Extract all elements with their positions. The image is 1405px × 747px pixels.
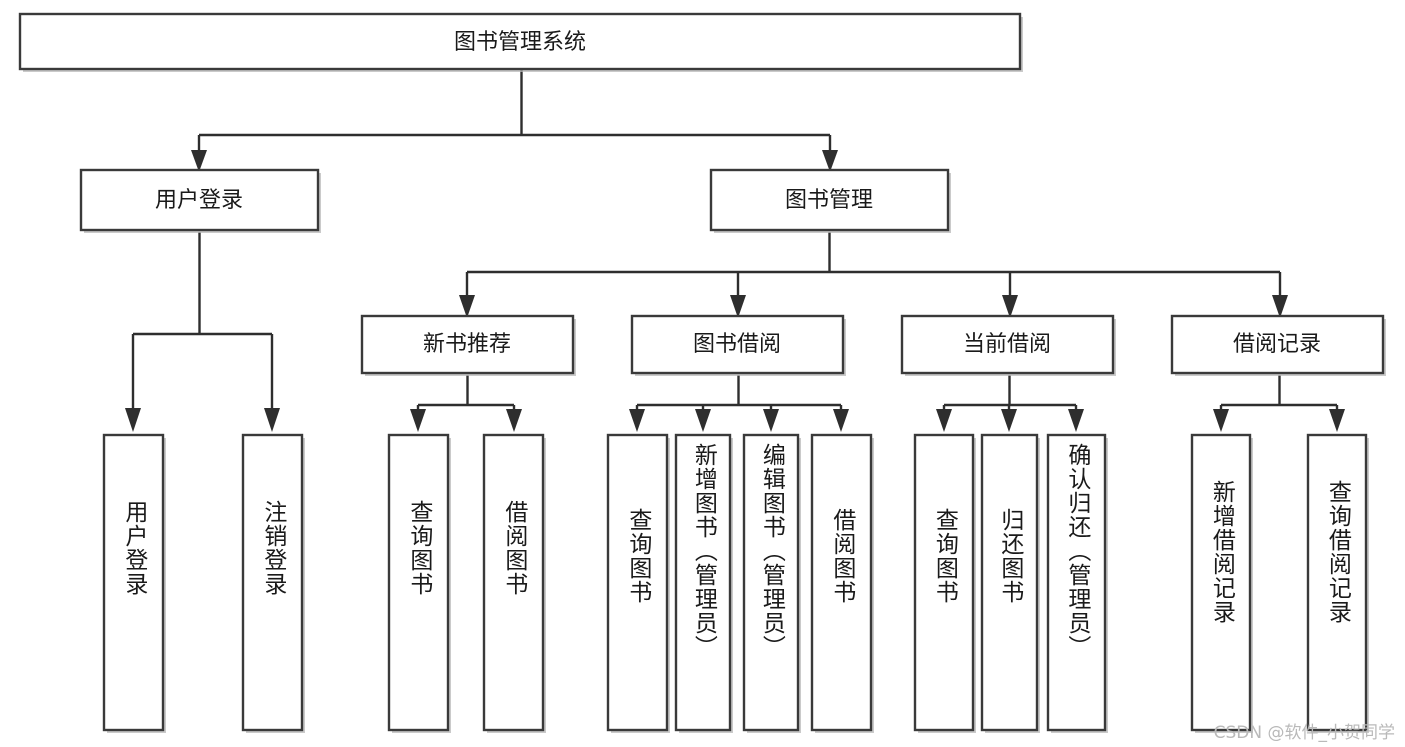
arrowhead-cb-query	[936, 409, 952, 432]
arrowhead-newbook-borrow	[506, 409, 522, 432]
leaf-box-br-add[interactable]	[1190, 433, 1252, 732]
arrowhead-user-login	[191, 150, 207, 172]
node-book-borrow[interactable]: 图书借阅	[630, 314, 846, 376]
arrowhead-currentborrow	[1002, 295, 1018, 318]
leaf-label-bb-query[interactable]: 查询图书	[608, 508, 667, 730]
arrowhead-br-add	[1213, 409, 1229, 432]
leaf-box-nb-query[interactable]	[387, 433, 450, 732]
node-current-borrow[interactable]: 当前借阅	[900, 314, 1116, 376]
arrowhead-bookborrow	[730, 295, 746, 318]
leaf-text-nb-query: 查询图书	[405, 500, 432, 596]
leaf-box-bb-edit[interactable]	[742, 433, 800, 732]
leaf-text-br-query: 查询借阅记录	[1324, 480, 1351, 624]
arrowhead-bb-edit	[763, 409, 779, 432]
leaf-text-user-login: 用户登录	[120, 500, 147, 596]
node-book-borrow-label: 图书借阅	[693, 332, 781, 357]
node-user-login-box	[79, 168, 320, 232]
arrowhead-leaf-logout	[264, 408, 280, 432]
leaf-box-bb-add[interactable]	[674, 433, 732, 732]
leaf-box-cb-return[interactable]	[980, 433, 1039, 732]
node-user-login[interactable]: 用户登录	[79, 168, 321, 233]
node-book-borrow-box	[630, 314, 845, 375]
leaf-label-user-login[interactable]: 用户登录	[104, 500, 163, 730]
leaf-box-user-login[interactable]	[102, 433, 165, 732]
arrowhead-book-manage	[822, 150, 838, 172]
leaf-box-cb-confirm[interactable]	[1046, 433, 1107, 732]
leaf-text-bb-edit: 编辑图书（管理员）	[758, 443, 785, 659]
leaf-box-bb-borrow[interactable]	[810, 433, 873, 732]
leaf-text-bb-query: 查询图书	[624, 508, 651, 604]
node-user-login-label: 用户登录	[155, 188, 243, 213]
arrowhead-cb-return	[1001, 409, 1017, 432]
leaf-text-nb-borrow: 借阅图书	[500, 500, 527, 596]
leaf-box-cb-query[interactable]	[913, 433, 975, 732]
leaf-label-cb-query[interactable]: 查询图书	[915, 508, 973, 730]
leaf-text-cb-return: 归还图书	[996, 508, 1023, 604]
csdn-watermark: CSDN @软件_小贺同学	[1213, 723, 1395, 743]
leaf-label-bb-add[interactable]: 新增图书（管理员）	[676, 443, 730, 730]
leaf-label-logout[interactable]: 注销登录	[243, 500, 302, 730]
leaf-text-br-add: 新增借阅记录	[1208, 480, 1235, 624]
leaf-label-br-query[interactable]: 查询借阅记录	[1308, 480, 1366, 730]
arrowhead-bb-add	[695, 409, 711, 432]
leaf-label-cb-return[interactable]: 归还图书	[982, 508, 1037, 730]
leaf-box-nb-borrow[interactable]	[482, 433, 545, 732]
node-current-borrow-box	[900, 314, 1115, 375]
node-root-label: 图书管理系统	[454, 30, 586, 55]
arrowhead-cb-confirm	[1068, 409, 1084, 432]
arrowhead-bb-query	[629, 409, 645, 432]
node-borrow-record-label: 借阅记录	[1233, 332, 1321, 357]
arrowhead-borrowrecord	[1272, 295, 1288, 318]
node-book-manage-box	[709, 168, 950, 232]
arrowhead-newbook-query	[410, 409, 426, 432]
node-book-manage[interactable]: 图书管理	[709, 168, 951, 233]
leaf-text-bb-borrow: 借阅图书	[828, 508, 855, 604]
arrowhead-br-query	[1329, 409, 1345, 432]
node-root[interactable]: 图书管理系统	[18, 12, 1023, 72]
leaf-text-bb-add: 新增图书（管理员）	[690, 443, 717, 659]
leaf-label-bb-borrow[interactable]: 借阅图书	[812, 508, 871, 730]
node-book-manage-label: 图书管理	[785, 188, 873, 213]
leaf-box-bb-query[interactable]	[606, 433, 669, 732]
leaf-box-logout[interactable]	[241, 433, 304, 732]
leaf-label-cb-confirm[interactable]: 确认归还（管理员）	[1048, 443, 1105, 730]
leaf-box-group	[102, 433, 1369, 733]
leaf-text-cb-confirm: 确认归还（管理员）	[1063, 443, 1090, 659]
arrowhead-leaf-user-login	[125, 408, 141, 432]
leaf-label-bb-edit[interactable]: 编辑图书（管理员）	[744, 443, 798, 730]
leaf-text-logout: 注销登录	[259, 500, 286, 596]
arrowhead-bb-borrow	[833, 409, 849, 432]
leaf-box-br-query[interactable]	[1306, 433, 1368, 732]
node-borrow-record[interactable]: 借阅记录	[1170, 314, 1386, 376]
node-current-borrow-label: 当前借阅	[963, 332, 1051, 357]
leaf-label-nb-borrow[interactable]: 借阅图书	[484, 500, 543, 730]
arrowhead-newbook	[459, 295, 475, 318]
node-borrow-record-box	[1170, 314, 1385, 375]
node-new-book-recommend[interactable]: 新书推荐	[360, 314, 576, 376]
leaf-label-br-add[interactable]: 新增借阅记录	[1192, 480, 1250, 730]
node-new-book-recommend-label: 新书推荐	[423, 332, 511, 357]
leaf-text-cb-query: 查询图书	[931, 508, 958, 604]
node-root-box	[18, 12, 1022, 71]
leaf-label-nb-query[interactable]: 查询图书	[389, 500, 448, 730]
node-new-book-recommend-box	[360, 314, 575, 375]
connector-group	[125, 69, 1345, 432]
